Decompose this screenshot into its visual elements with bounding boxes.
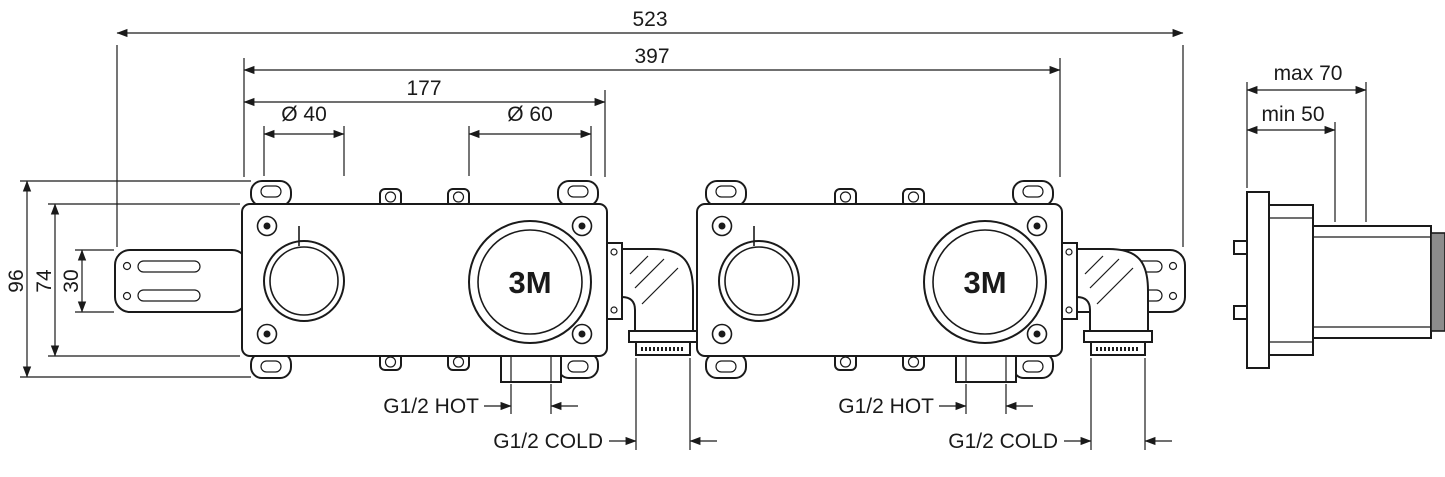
- side-extension-sleeve: [1312, 225, 1432, 339]
- dim-bodies-span: 397: [634, 45, 669, 68]
- valve-unit-left: [241, 180, 608, 383]
- cold-elbow-right: [1060, 241, 1154, 357]
- brand-mark-right: 3M: [963, 265, 1006, 300]
- dim-depth-min: min 50: [1261, 103, 1324, 126]
- side-sleeve-end: [1430, 232, 1445, 332]
- side-wall-plate: [1246, 191, 1270, 369]
- dim-height-body: 74: [33, 269, 56, 293]
- dim-unit-width: 177: [406, 77, 441, 100]
- brand-mark-left: 3M: [508, 265, 551, 300]
- side-bolt-bottom: [1233, 305, 1248, 320]
- side-view: [1233, 191, 1445, 369]
- dim-dia-small: Ø 40: [281, 103, 327, 126]
- side-valve-body: [1268, 204, 1314, 356]
- dim-bracket-height: 30: [60, 269, 83, 292]
- port-label-hot-right: G1/2 HOT: [838, 395, 934, 418]
- side-bolt-top: [1233, 240, 1248, 255]
- cold-elbow-left: [605, 241, 699, 357]
- dimensions: 523 397 177 Ø 40 Ø 60 max 70 min 50 96: [5, 8, 1367, 453]
- front-view: 3M 3M: [114, 180, 1186, 383]
- dim-overall: 523: [632, 8, 667, 31]
- port-label-cold-left: G1/2 COLD: [493, 430, 603, 453]
- dim-depth-max: max 70: [1274, 62, 1343, 85]
- bracket-left: [114, 249, 248, 313]
- port-label-hot-left: G1/2 HOT: [383, 395, 479, 418]
- dim-height-outer: 96: [5, 269, 28, 292]
- dim-dia-large: Ø 60: [507, 103, 553, 126]
- valve-unit-right: [696, 180, 1063, 383]
- port-label-cold-right: G1/2 COLD: [948, 430, 1058, 453]
